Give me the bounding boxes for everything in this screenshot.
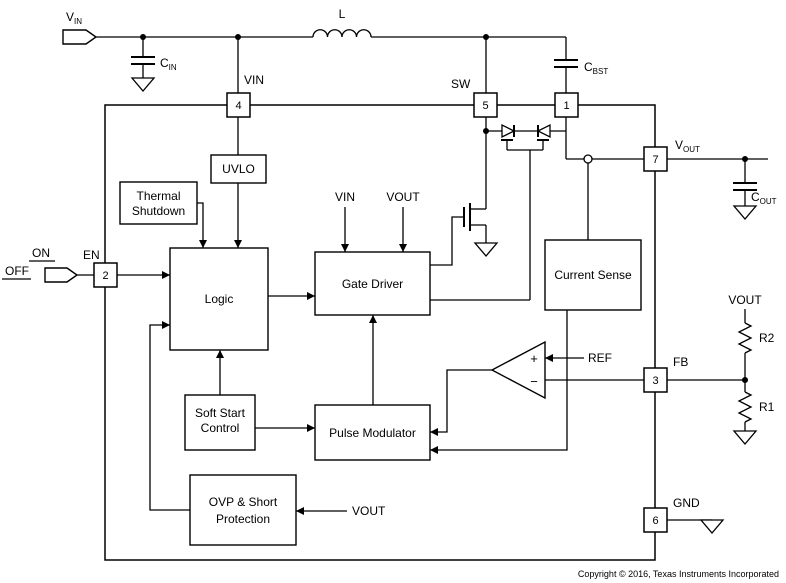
uvlo-label: UVLO <box>222 162 255 176</box>
ovp-label-line2: Protection <box>216 512 270 526</box>
comparator-plus-input: + <box>530 351 538 366</box>
vout-divider-label: VOUT <box>728 293 762 307</box>
block-thermal-shutdown <box>119 181 198 225</box>
pin-3-number: 3 <box>652 375 658 387</box>
soft-start-label-line2: Control <box>201 421 240 435</box>
r1-label: R1 <box>759 400 775 414</box>
ref-label: REF <box>588 351 612 365</box>
lowside-gate-drive-wire <box>430 216 464 266</box>
block-ovp-protection <box>189 474 297 546</box>
block-current-sense <box>544 239 642 311</box>
ground-symbol <box>130 77 156 93</box>
pin-2-en <box>93 262 118 288</box>
pulse-modulator-label: Pulse Modulator <box>329 426 416 440</box>
en-input-connector <box>44 267 79 283</box>
body-diode-symbol <box>536 123 551 139</box>
r2-label: R2 <box>759 331 775 345</box>
block-soft-start <box>184 394 256 451</box>
body-diode-symbol <box>501 123 516 139</box>
current-sense-label: Current Sense <box>554 268 632 282</box>
thermal-label-line1: Thermal <box>136 189 180 203</box>
block-logic <box>169 247 269 351</box>
input-network: VIN L CIN CBST <box>62 7 608 93</box>
vin-input-connector <box>62 29 98 45</box>
block-gate-driver <box>314 251 431 316</box>
inductor-label: L <box>339 7 346 21</box>
block-pulse-modulator <box>314 404 431 461</box>
cin-label: CIN <box>160 56 177 72</box>
thermal-to-logic-wire <box>197 202 207 248</box>
pin-2-number: 2 <box>102 270 108 282</box>
gate-driver-label: Gate Driver <box>342 277 403 291</box>
ovp-to-logic-wire <box>149 321 190 511</box>
cbst-label: CBST <box>584 60 608 76</box>
inductor-symbol <box>312 29 372 38</box>
en-pin-label: EN <box>83 248 100 262</box>
vout-gatedriver-label: VOUT <box>386 190 420 204</box>
internal-blocks: UVLO Thermal Shutdown Logic VIN VOUT Gat… <box>119 117 644 546</box>
ovp-label-line1: OVP & Short <box>209 495 278 509</box>
sense-node-circle <box>583 154 593 164</box>
ic-boundary <box>104 104 656 561</box>
thermal-label-line2: Shutdown <box>132 204 185 218</box>
vout-rail-label: VOUT <box>675 138 700 154</box>
gnd-pin-label: GND <box>673 496 700 510</box>
vin-supply-label: VIN <box>66 10 82 26</box>
comparator-to-pulsemod-wire <box>430 369 492 436</box>
ground-symbol <box>699 519 725 535</box>
gnd-network: GND <box>667 496 725 535</box>
currentsense-to-pulsemod-wire <box>430 310 568 454</box>
resistor-r1-symbol <box>737 391 753 423</box>
resistor-r2-symbol <box>737 322 753 354</box>
feedback-divider: VOUT R2 FB R1 <box>667 293 775 446</box>
vout-ovp-label: VOUT <box>352 504 386 518</box>
ground-symbol <box>732 430 758 446</box>
comparator-minus-input: − <box>530 374 538 389</box>
sw-pin-label: SW <box>451 77 471 91</box>
copyright-text: Copyright © 2016, Texas Instruments Inco… <box>578 569 779 579</box>
pass-fet-gate-drive-wire <box>430 140 544 301</box>
block-uvlo <box>210 154 267 184</box>
on-label: ON <box>32 246 50 260</box>
soft-start-label-line1: Soft Start <box>195 406 246 420</box>
power-stage <box>430 117 644 301</box>
vin-gatedriver-label: VIN <box>335 190 355 204</box>
pin-5-number: 5 <box>482 100 488 112</box>
ground-symbol <box>732 205 758 221</box>
pin-6-number: 6 <box>652 515 658 527</box>
pin-7-number: 7 <box>652 154 658 166</box>
vin-pin-label: VIN <box>244 73 264 87</box>
pin-4-number: 4 <box>235 100 241 112</box>
mosfet-source-lead <box>470 224 487 243</box>
ground-symbol <box>473 242 499 258</box>
off-label: OFF <box>5 264 29 278</box>
logic-label: Logic <box>205 292 234 306</box>
comparator-symbol <box>490 340 546 400</box>
enable-input: ON OFF EN <box>2 246 170 283</box>
fb-pin-label: FB <box>673 355 688 369</box>
pin-1-number: 1 <box>563 100 569 112</box>
output-network: VOUT COUT <box>667 138 777 221</box>
cout-label: COUT <box>751 190 777 206</box>
